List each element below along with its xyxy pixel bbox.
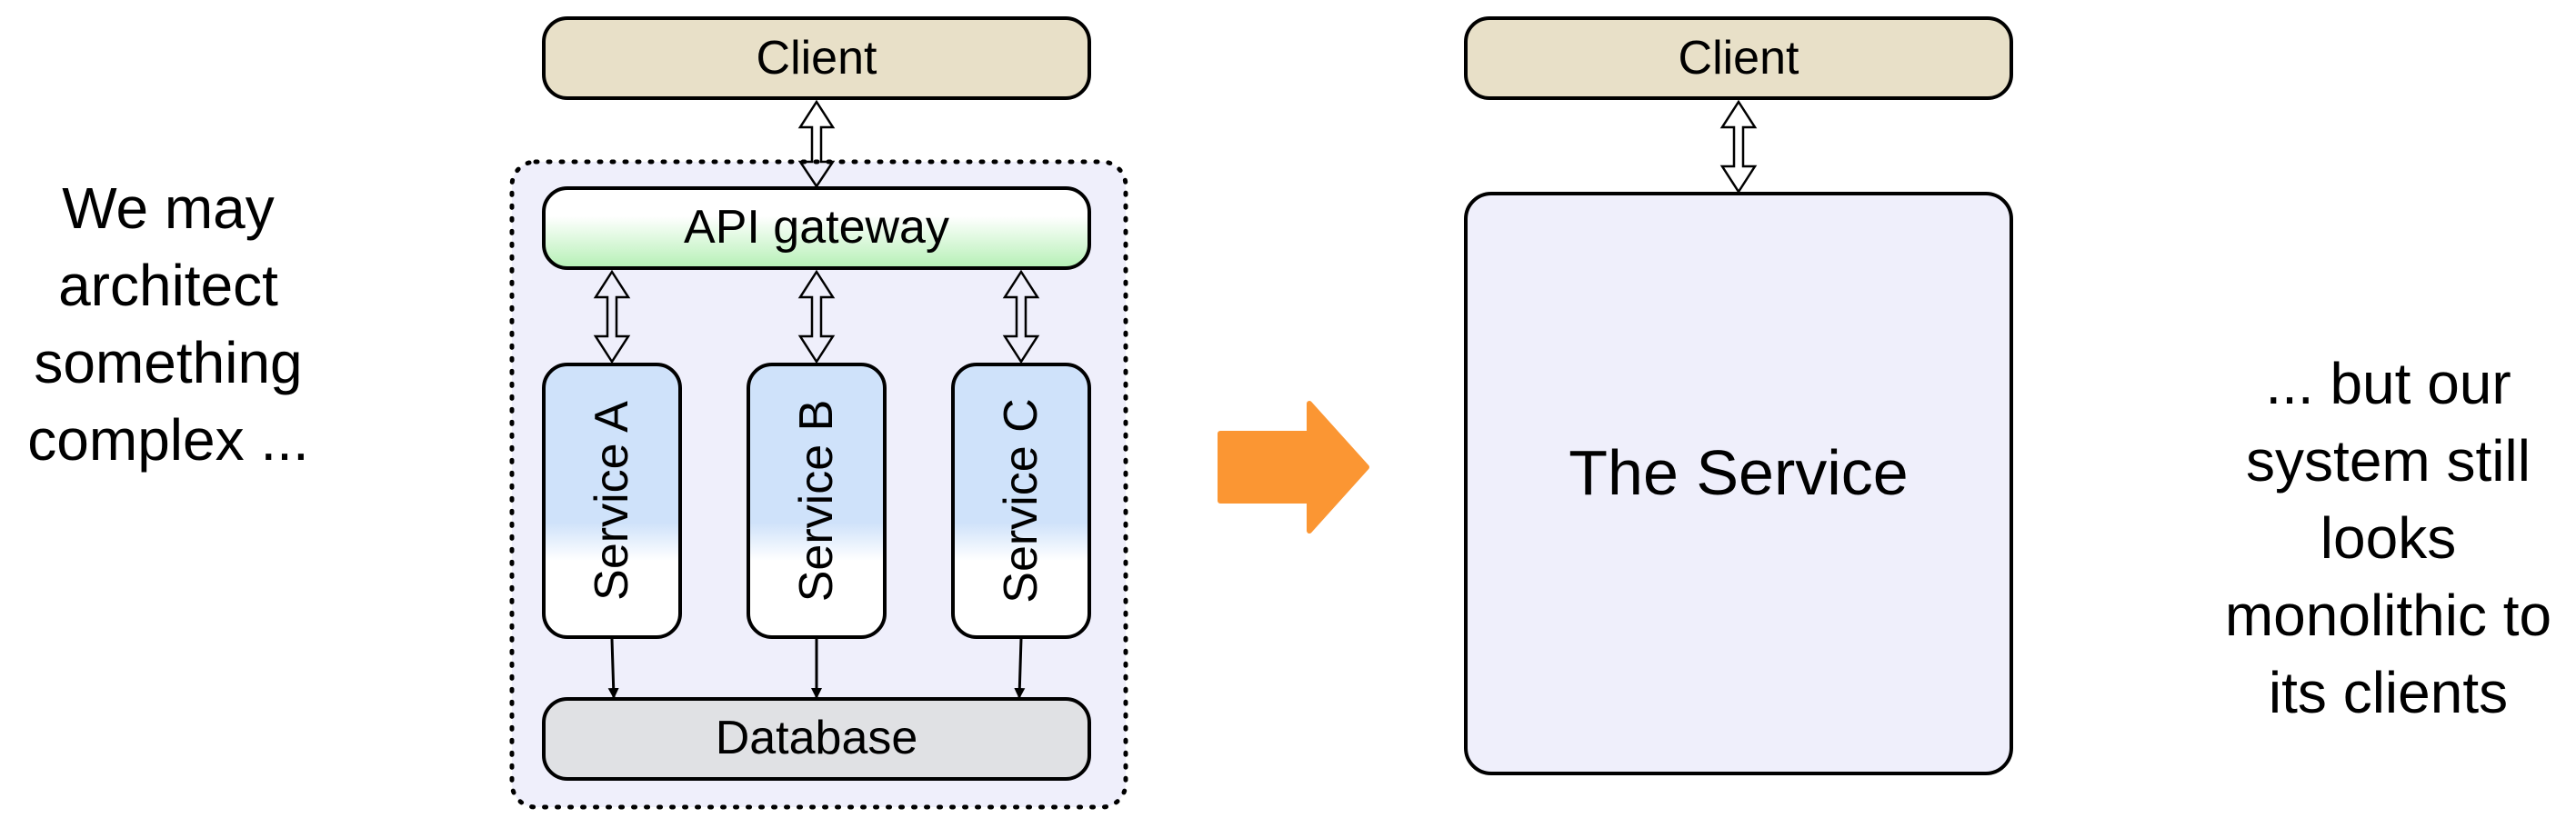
transition-arrow	[1218, 401, 1369, 534]
gateway-service-b-connector	[797, 269, 836, 364]
right-caption: ... but our system still looks monolithi…	[2224, 351, 2552, 725]
service-c-box: Service C	[951, 363, 1091, 639]
client-box-right: Client	[1464, 16, 2013, 100]
left-caption: We may architect something complex ...	[27, 175, 309, 473]
gateway-service-c-connector	[1002, 269, 1040, 364]
client-service-connector	[1719, 99, 1758, 195]
service-c-label: Service C	[995, 398, 1047, 603]
service-a-db-arrow	[607, 638, 619, 699]
service-a-box: Service A	[542, 363, 682, 639]
client-box-left: Client	[542, 16, 1091, 100]
database-box: Database	[542, 697, 1091, 781]
api-gateway-box: API gateway	[542, 186, 1091, 270]
service-c-db-arrow	[1014, 638, 1026, 699]
client-label-right: Client	[1679, 32, 1799, 85]
service-a-label: Service A	[586, 401, 638, 601]
gateway-service-a-connector	[593, 269, 631, 364]
client-label-left: Client	[757, 32, 877, 85]
client-gateway-connector	[797, 99, 836, 189]
service-b-label: Service B	[790, 400, 843, 603]
service-b-box: Service B	[747, 363, 887, 639]
api-gateway-label: API gateway	[684, 201, 949, 254]
database-label: Database	[716, 712, 918, 764]
the-service-label: The Service	[1569, 437, 1908, 508]
the-service-box: The Service	[1464, 192, 2013, 775]
